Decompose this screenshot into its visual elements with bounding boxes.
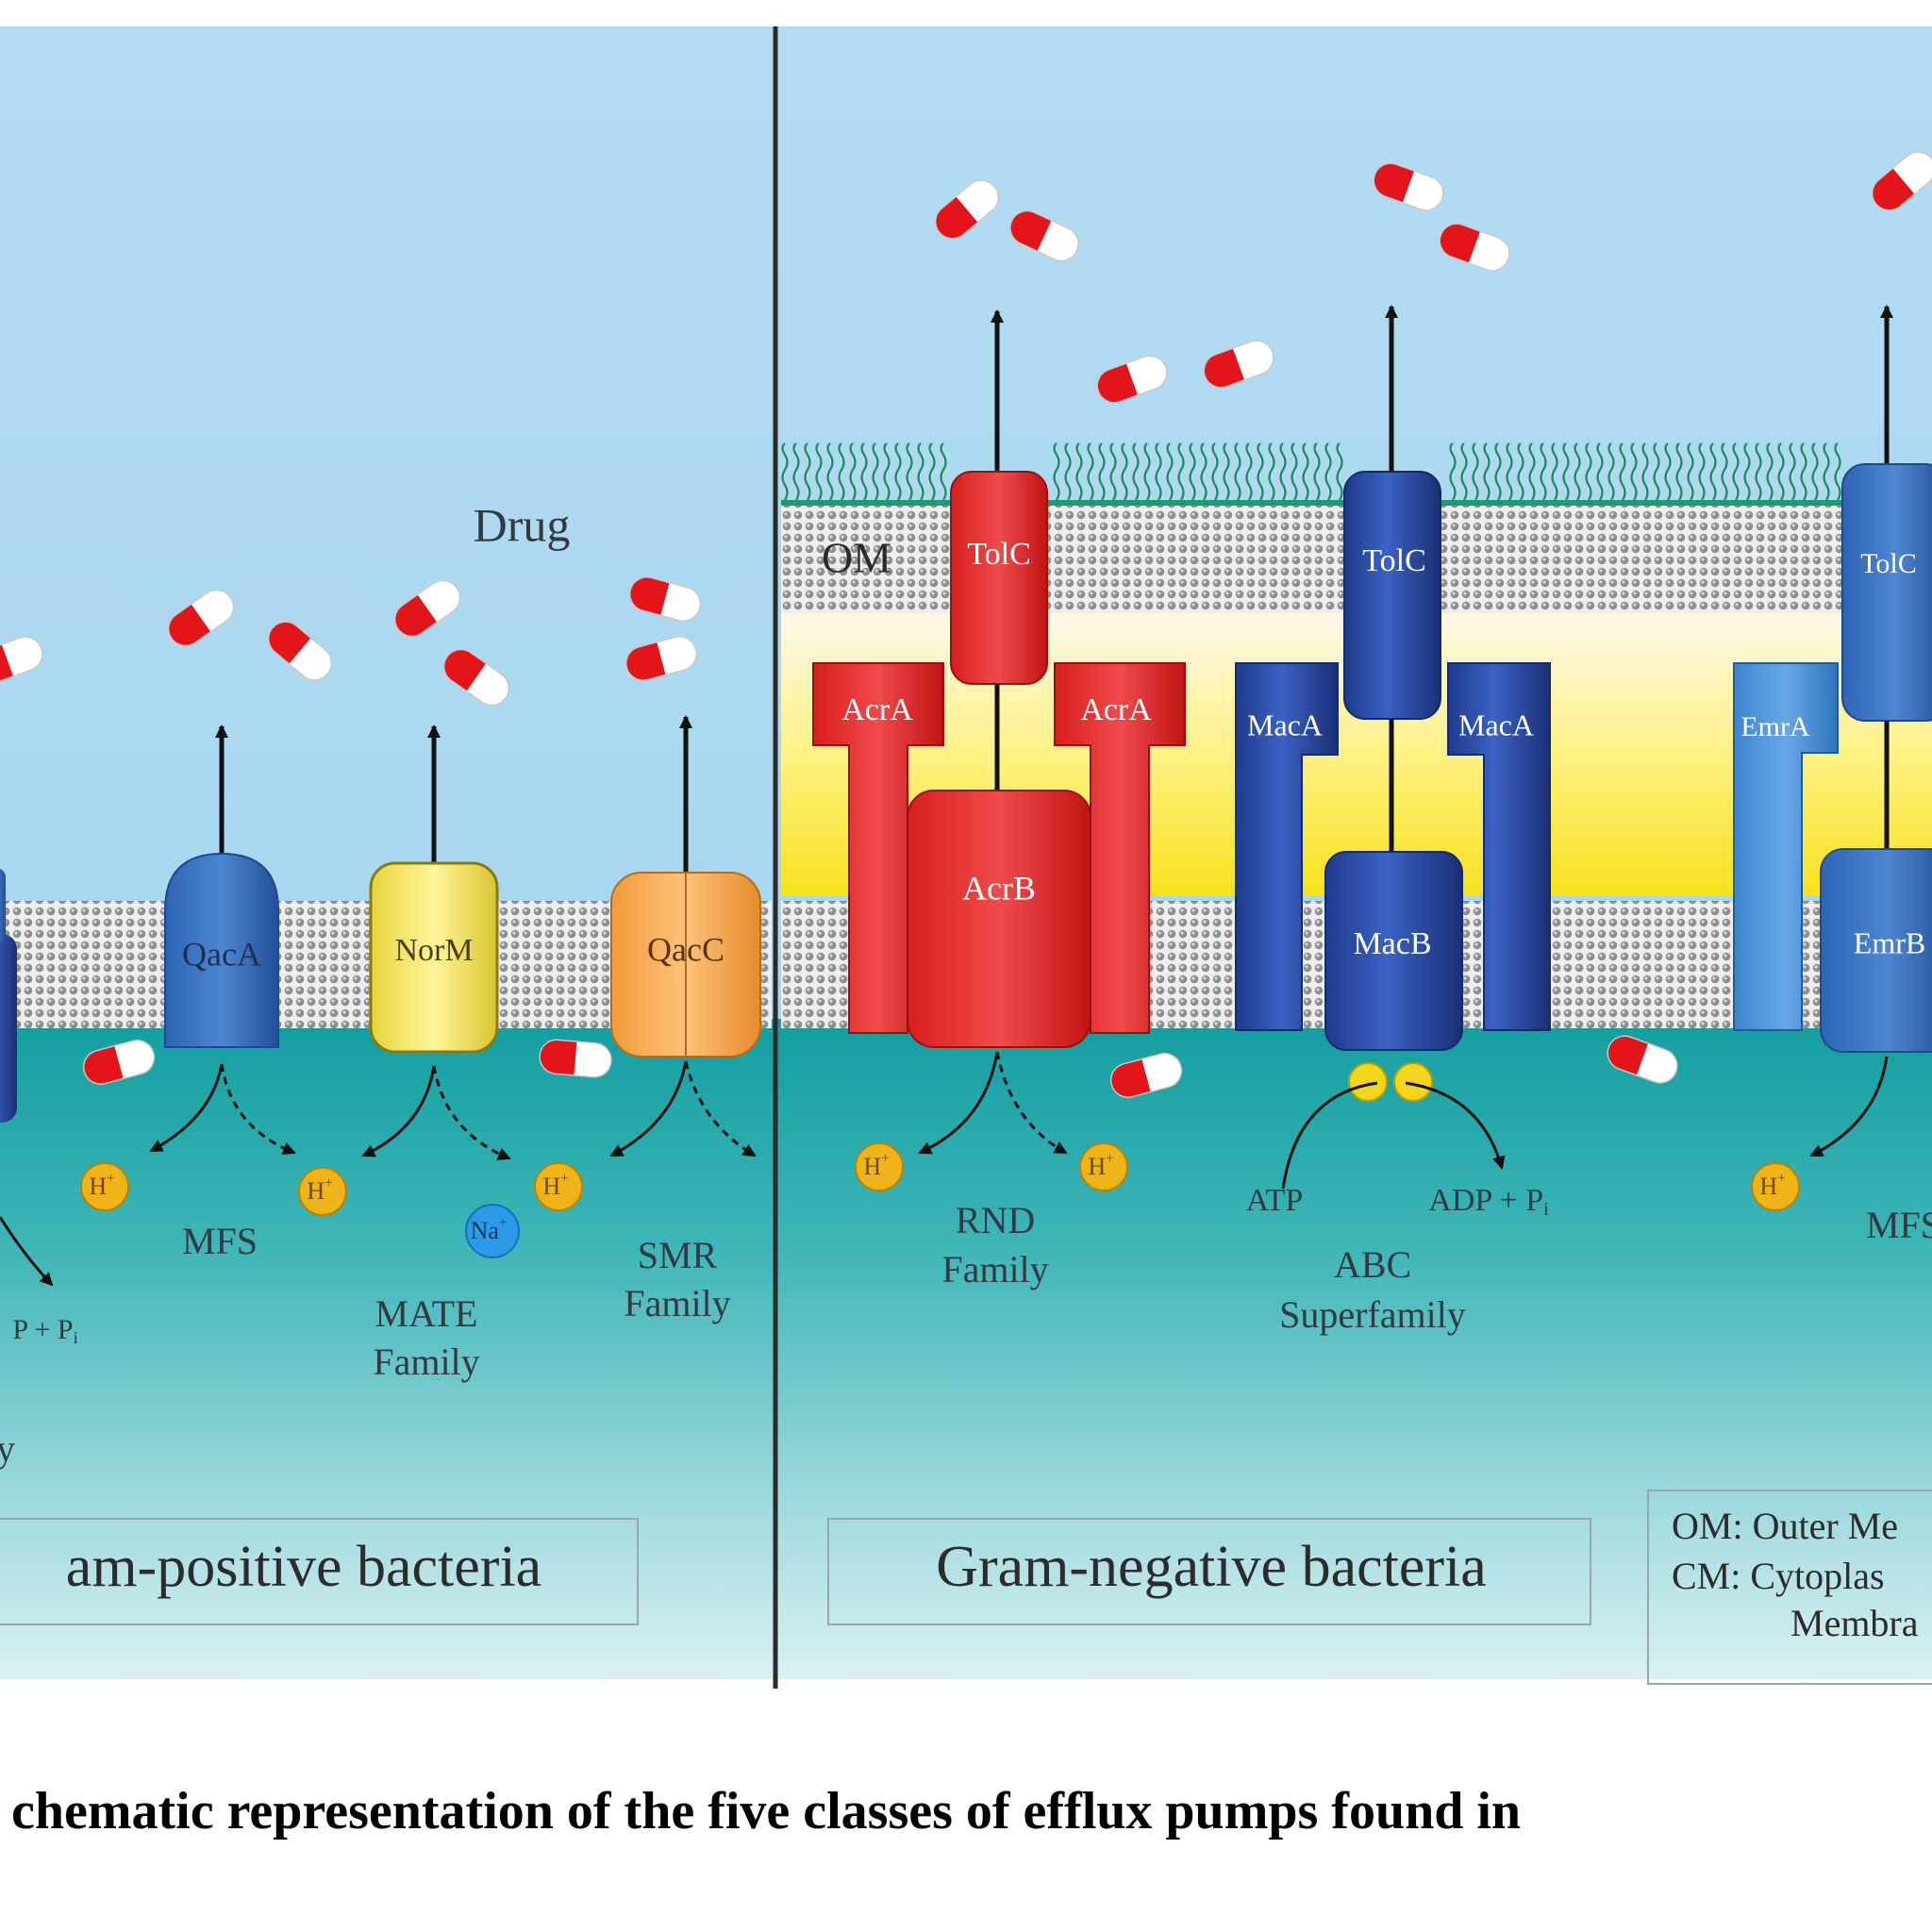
drug-capsule (1871, 151, 1932, 211)
gram-negative-box (827, 1518, 1591, 1625)
acra-label-1: AcrA (841, 692, 913, 727)
rnd-label-line1: RND (956, 1199, 1035, 1241)
abc-label-line2: Superfamily (1279, 1293, 1466, 1336)
drug-capsule (628, 576, 702, 622)
drug-capsule (1373, 162, 1444, 211)
adp-label: ADP + Pi (1428, 1183, 1549, 1220)
svg-text:H+: H+ (1088, 1151, 1113, 1180)
gram-positive-box (0, 1518, 639, 1625)
drug-capsule (539, 1039, 612, 1078)
left-family-fragment: y (0, 1427, 15, 1470)
adp-left-label: P + Pi (12, 1314, 77, 1347)
acra-label-2: AcrA (1080, 692, 1152, 727)
drug-capsule (934, 179, 1000, 240)
svg-text:H+: H+ (89, 1171, 114, 1200)
qaca-label: QacA (182, 935, 261, 973)
drug-capsule (167, 589, 235, 647)
qaca-pump: QacA (164, 852, 279, 1048)
rnd-label-line2: Family (941, 1248, 1048, 1291)
drug-capsule (1439, 223, 1510, 272)
h-ion-5: H+ (1079, 1142, 1128, 1191)
drug-capsule (1607, 1035, 1678, 1084)
emrab-tolc-pump: TolC EmrA EmrB (1733, 463, 1932, 1053)
abc-label-line1: ABC (1334, 1243, 1411, 1286)
drug-capsule (1109, 1053, 1183, 1098)
mfs-label-1: MFS (182, 1220, 258, 1262)
norm-label: NorM (394, 933, 473, 968)
emra-label: EmrA (1740, 711, 1810, 742)
legend-om: OM: Outer Me (1672, 1505, 1898, 1547)
drug-capsule (625, 636, 698, 681)
drug-capsule (267, 621, 333, 681)
drug-capsule (442, 648, 510, 707)
om-label: OM (822, 534, 891, 582)
gram-positive-label: am-positive bacteria (66, 1535, 541, 1599)
macab-tolc-pump: TolC MacA MacA MacB (1235, 471, 1551, 1102)
qacc-pump: QacC (610, 872, 761, 1058)
drug-capsule (1009, 209, 1079, 262)
mate-label-line2: Family (373, 1341, 479, 1383)
drug-capsule (1203, 340, 1274, 389)
legend-box (1647, 1490, 1932, 1685)
maca-label-2: MacA (1458, 708, 1534, 741)
acrb-label: AcrB (962, 869, 1036, 907)
acrab-tolc-pump: TolC AcrA AcrA AcrB (812, 471, 1186, 1048)
figure-caption: chematic representation of the five clas… (11, 1782, 1522, 1840)
legend-cm: CM: Cytoplas (1672, 1555, 1885, 1597)
smr-label-line1: SMR (638, 1234, 718, 1276)
drug-capsule (393, 579, 461, 638)
drug-label: Drug (474, 498, 571, 551)
drug-molecules (0, 151, 1932, 1098)
abc-pump-left-partial (0, 934, 17, 1123)
tolc-label-2: TolC (1362, 543, 1426, 578)
h-ion-3: H+ (534, 1162, 583, 1211)
h-ion-1: H+ (80, 1162, 129, 1211)
mate-label-line1: MATE (375, 1292, 478, 1335)
tolc-label-1: TolC (967, 537, 1031, 572)
drug-capsule (82, 1040, 156, 1085)
maca-label-1: MacA (1247, 708, 1323, 741)
svg-text:H+: H+ (307, 1175, 332, 1205)
h-ion-6: H+ (1751, 1162, 1800, 1211)
svg-text:H+: H+ (863, 1151, 889, 1180)
mfs-label-2: MFS (1866, 1204, 1932, 1246)
h-ion-2: H+ (298, 1167, 347, 1216)
smr-label-line2: Family (624, 1282, 730, 1324)
svg-text:H+: H+ (542, 1171, 568, 1200)
gram-negative-label: Gram-negative bacteria (936, 1535, 1487, 1599)
macb-label: MacB (1353, 926, 1431, 961)
na-ion: Na+ (465, 1204, 520, 1258)
h-ion-4: H+ (855, 1142, 904, 1191)
norm-pump: NorM (369, 861, 499, 1054)
drug-capsule (0, 636, 43, 685)
legend-membrane: Membra (1790, 1602, 1919, 1644)
drug-capsule (1096, 355, 1168, 404)
svg-text:Na+: Na+ (471, 1215, 508, 1244)
lps-layer (781, 442, 1841, 501)
cytoplasm-bg (0, 1019, 1932, 1679)
tolc-label-3: TolC (1860, 548, 1917, 579)
svg-text:H+: H+ (1759, 1171, 1785, 1200)
qacc-label: QacC (647, 930, 724, 968)
atp-label: ATP (1246, 1183, 1303, 1218)
emrb-label: EmrB (1854, 925, 1925, 959)
